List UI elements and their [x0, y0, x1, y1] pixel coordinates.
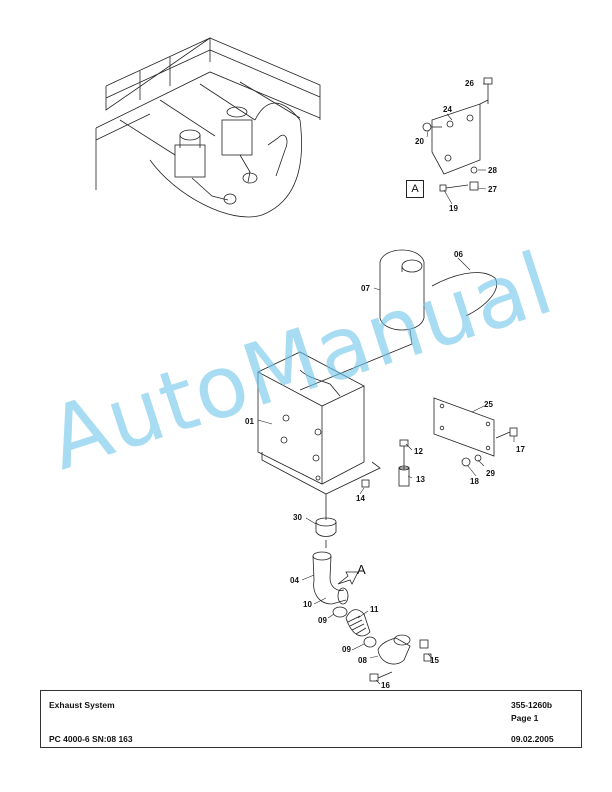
muffler — [299, 249, 425, 391]
callout-07: 07 — [361, 284, 370, 293]
heat-shield-wire — [431, 272, 497, 317]
callout-26: 26 — [465, 79, 474, 88]
callout-30: 30 — [293, 513, 302, 522]
callout-20: 20 — [415, 137, 424, 146]
callout-15: 15 — [430, 656, 439, 665]
exploded-parts-drawing — [95, 37, 518, 685]
callout-06: 06 — [454, 250, 463, 259]
page-number: Page 1 — [511, 713, 539, 723]
callout-04: 04 — [290, 576, 299, 585]
view-a-arrow-label: A — [357, 562, 366, 577]
outlet-elbow — [369, 634, 432, 682]
callout-14: 14 — [356, 494, 365, 503]
fasteners — [361, 427, 518, 488]
callout-01: 01 — [245, 417, 254, 426]
callout-12: 12 — [414, 447, 423, 456]
pipe-clamp — [315, 517, 337, 548]
callout-09-upper: 09 — [318, 616, 327, 625]
bracket-view-a — [422, 77, 493, 192]
callout-28: 28 — [488, 166, 497, 175]
callout-27: 27 — [488, 185, 497, 194]
callout-13: 13 — [416, 475, 425, 484]
callout-11: 11 — [370, 605, 379, 614]
callout-25: 25 — [484, 400, 493, 409]
callout-24: 24 — [443, 105, 452, 114]
part-number: 355-1260b — [511, 700, 553, 710]
callout-09-lower: 09 — [342, 645, 351, 654]
gasket-and-bellows — [332, 606, 377, 648]
callout-08: 08 — [358, 656, 367, 665]
exhaust-elbow — [312, 551, 349, 605]
view-a-box-label: A — [406, 180, 424, 198]
machine-overview-illustration — [95, 37, 321, 218]
callout-19: 19 — [449, 204, 458, 213]
enclosure-box — [257, 351, 381, 520]
callout-16: 16 — [381, 681, 390, 690]
view-arrow — [337, 571, 359, 585]
callout-29: 29 — [486, 469, 495, 478]
callout-18: 18 — [470, 477, 479, 486]
document-title: Exhaust System — [49, 700, 115, 710]
callout-17: 17 — [516, 445, 525, 454]
cover-plate — [433, 397, 495, 457]
machine-model: PC 4000-6 SN:08 163 — [49, 734, 133, 744]
callout-10: 10 — [303, 600, 312, 609]
title-block: Exhaust System 355-1260b Page 1 PC 4000-… — [40, 690, 582, 748]
document-date: 09.02.2005 — [511, 734, 554, 744]
